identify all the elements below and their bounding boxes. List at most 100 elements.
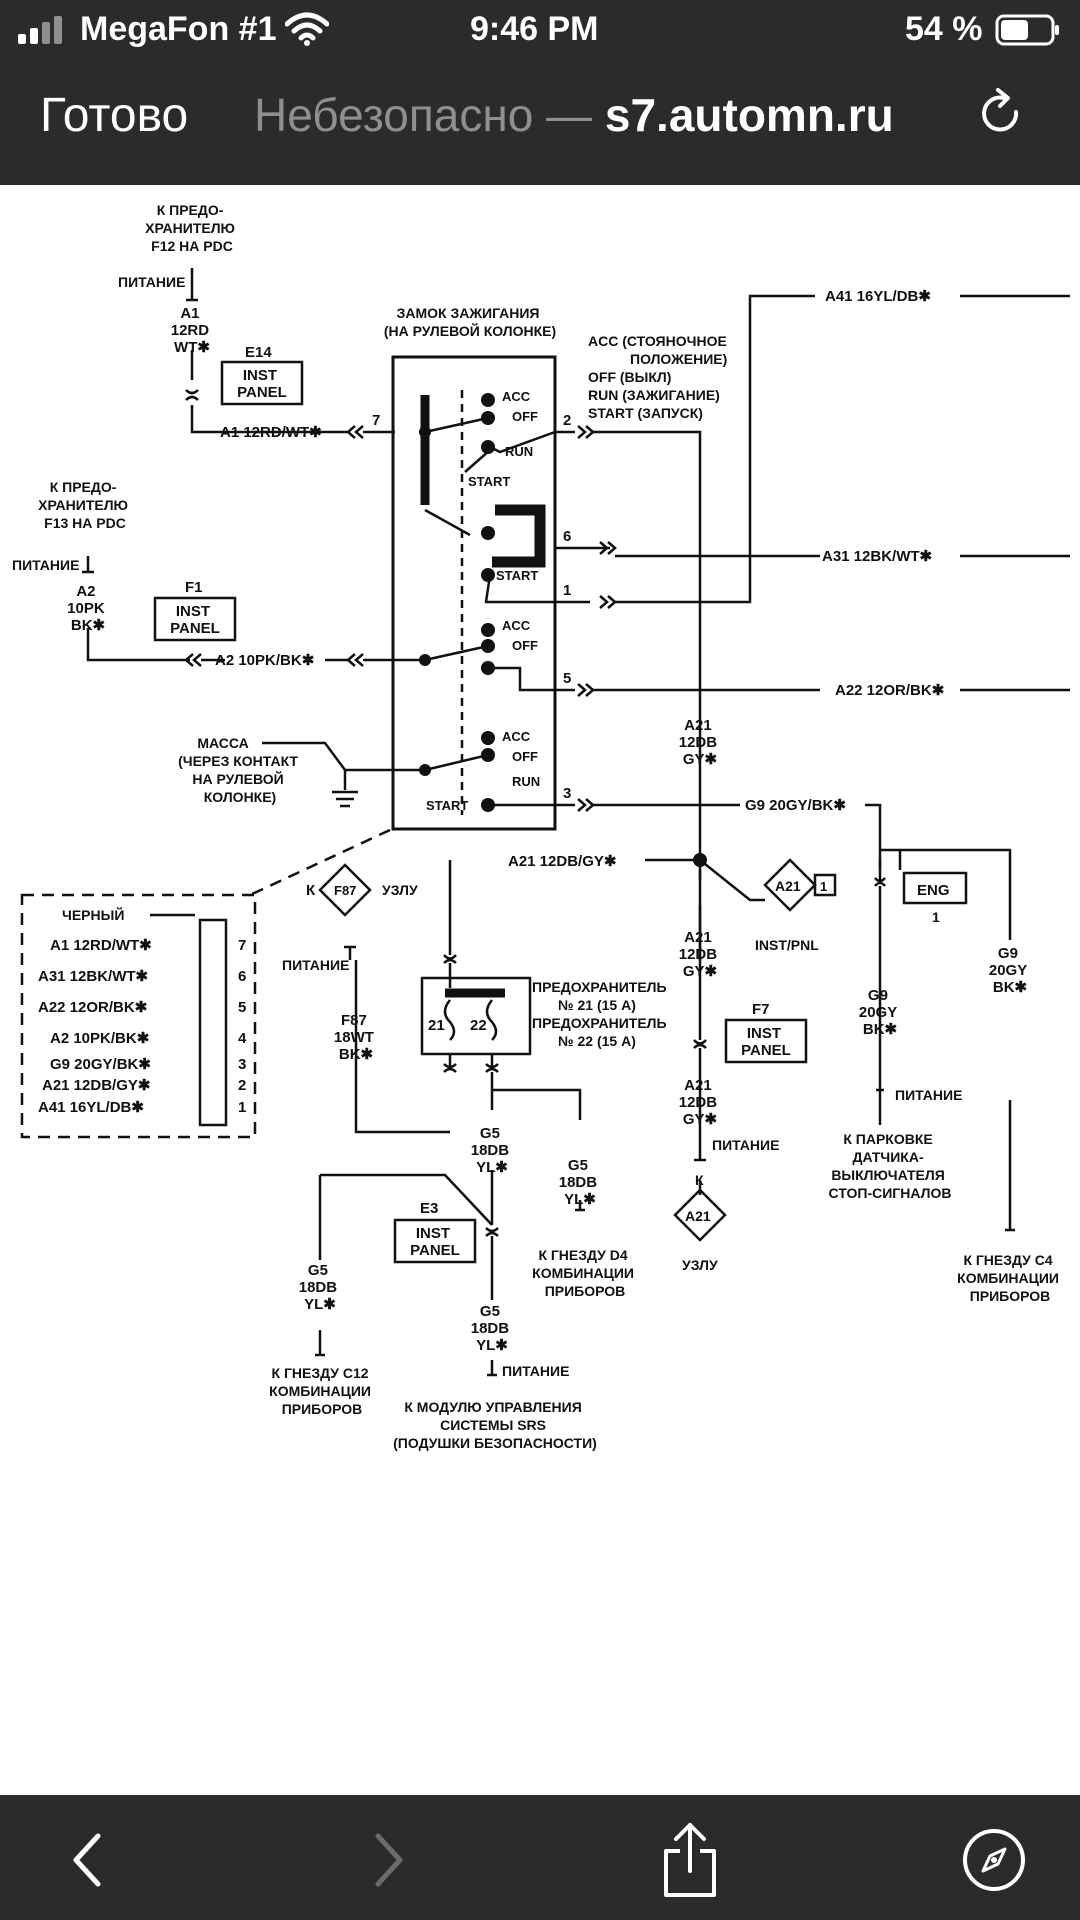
label-a21-wire-2: A21 12DB GY✱ — [679, 929, 722, 980]
label-pin-3: 3 — [563, 785, 571, 802]
label-a31-line: A31 12BK/WT✱ — [822, 548, 933, 565]
connector-row: A2 10PK/BK✱ — [50, 1030, 150, 1047]
label-f87-wire: F87 18WT BK✱ — [334, 1012, 378, 1063]
browser-header: Готово Небезопасно — s7.automn.ru — [0, 60, 1080, 185]
label-power-3: ПИТАНИЕ — [282, 957, 349, 973]
label-a21-wire-1: A21 12DB GY✱ — [679, 717, 722, 768]
label-start-1: START — [468, 474, 510, 489]
url-host: s7.automn.ru — [604, 89, 894, 141]
status-bar: MegaFon #1 9:46 PM 54 % — [0, 0, 1080, 60]
inst-panel-e14: INST PANEL — [237, 367, 287, 401]
label-a21-diamond: A21 — [685, 1208, 711, 1224]
label-ground: МАССА (ЧЕРЕЗ КОНТАКТ НА РУЛЕВОЙ КОЛОНКЕ) — [178, 735, 302, 805]
label-c12: К ГНЕЗДУ C12 КОМБИНАЦИИ ПРИБОРОВ — [269, 1365, 375, 1417]
label-uzlu-1: УЗЛУ — [382, 882, 418, 898]
label-power-5: ПИТАНИЕ — [895, 1087, 962, 1103]
label-pin-2: 2 — [563, 412, 571, 429]
label-g5-wire-1: G5 18DB YL✱ — [471, 1125, 514, 1176]
label-g5-wire-3: G5 18DB YL✱ — [299, 1262, 342, 1313]
label-pin-6: 6 — [563, 528, 571, 545]
label-eng-one: 1 — [932, 909, 940, 925]
label-a21-tag: A21 — [775, 878, 801, 894]
connector-title: ЧЕРНЫЙ — [62, 906, 124, 923]
label-power-4: ПИТАНИЕ — [712, 1137, 779, 1153]
connector-row: A41 16YL/DB✱ — [38, 1099, 144, 1116]
connector-row: A21 12DB/GY✱ — [42, 1077, 151, 1094]
battery-percent: 54 % — [905, 10, 983, 48]
label-fuse-f12: К ПРЕДО- ХРАНИТЕЛЮ F12 НА PDC — [145, 202, 239, 254]
back-button[interactable] — [48, 1820, 128, 1900]
label-k-1: К — [306, 882, 316, 899]
label-c4: К ГНЕЗДУ C4 КОМБИНАЦИИ ПРИБОРОВ — [957, 1252, 1063, 1304]
connector-pin: 5 — [238, 999, 246, 1016]
label-e14: E14 — [245, 344, 272, 361]
label-pin-5: 5 — [563, 670, 571, 687]
connector-row: A31 12BK/WT✱ — [38, 968, 149, 985]
security-warning: Небезопасно — — [254, 89, 593, 141]
wiring-diagram: К ПРЕДО- ХРАНИТЕЛЮ F12 НА PDC ПИТАНИЕ A1… — [12, 202, 1070, 1451]
safari-button[interactable] — [954, 1820, 1034, 1900]
reload-icon[interactable] — [978, 88, 1028, 144]
label-f87: F87 — [334, 883, 356, 898]
label-a2-line: A2 10PK/BK✱ — [215, 652, 315, 669]
connector-row: G9 20GY/BK✱ — [50, 1056, 151, 1073]
connector-row: A1 12RD/WT✱ — [50, 937, 152, 954]
label-g5-wire-4: G5 18DB YL✱ — [471, 1303, 514, 1354]
label-run-1: RUN — [505, 444, 533, 459]
label-a21-wire-3: A21 12DB GY✱ — [679, 1077, 722, 1128]
share-icon — [664, 1823, 716, 1897]
label-acc-3: ACC — [502, 729, 531, 744]
label-eng: ENG — [917, 882, 950, 899]
connector-pin: 7 — [238, 937, 246, 954]
label-a22-line: A22 12OR/BK✱ — [835, 682, 945, 699]
label-fuse-f13: К ПРЕДО- ХРАНИТЕЛЮ F13 НА PDC — [38, 479, 132, 531]
inst-panel-e3: INST PANEL — [410, 1225, 460, 1259]
inst-panel-f1: INST PANEL — [170, 603, 220, 637]
label-d4: К ГНЕЗДУ D4 КОМБИНАЦИИ ПРИБОРОВ — [532, 1247, 638, 1299]
clock-label: 9:46 PM — [470, 10, 599, 48]
label-start-2: START — [496, 568, 538, 583]
label-inst-pnl: INST/PNL — [755, 937, 819, 953]
label-pin-7: 7 — [372, 412, 380, 429]
label-f7: F7 — [752, 1001, 770, 1018]
share-button[interactable] — [650, 1820, 730, 1900]
browser-toolbar — [0, 1795, 1080, 1920]
fuse-num-21: 21 — [428, 1017, 445, 1034]
label-g5-wire-2: G5 18DB YL✱ — [559, 1157, 602, 1208]
label-start-3: START — [426, 798, 468, 813]
label-a21-line: A21 12DB/GY✱ — [508, 853, 617, 870]
forward-button[interactable] — [348, 1820, 428, 1900]
label-acc-2: ACC — [502, 618, 531, 633]
fuse-num-22: 22 — [470, 1017, 487, 1034]
done-button[interactable]: Готово — [40, 89, 189, 142]
connector-pin: 6 — [238, 968, 246, 985]
label-k-2: К — [695, 1172, 704, 1188]
connector-row: A22 12OR/BK✱ — [38, 999, 148, 1016]
label-acc-1: ACC — [502, 389, 531, 404]
connector-pin: 3 — [238, 1056, 246, 1073]
label-power-1: ПИТАНИЕ — [118, 274, 185, 290]
label-g9-wire-2: G9 20GY BK✱ — [989, 945, 1031, 996]
label-srs: К МОДУЛЮ УПРАВЛЕНИЯ СИСТЕМЫ SRS (ПОДУШКИ… — [393, 1399, 597, 1451]
label-run-3: RUN — [512, 774, 540, 789]
connector-pin: 2 — [238, 1077, 246, 1094]
label-uzlu-2: УЗЛУ — [682, 1257, 718, 1273]
label-a41-line: A41 16YL/DB✱ — [825, 288, 931, 305]
switch-positions: ACC (СТОЯНОЧНОЕ ПОЛОЖЕНИЕ) OFF (ВЫКЛ) RU… — [588, 333, 731, 421]
address-bar[interactable]: Небезопасно — s7.automn.ru — [254, 88, 894, 142]
connector-pin: 4 — [238, 1030, 247, 1047]
label-g9-line: G9 20GY/BK✱ — [745, 797, 846, 814]
inst-panel-f7: INST PANEL — [741, 1025, 791, 1059]
carrier-label: MegaFon #1 — [80, 10, 277, 48]
label-a1-line: A1 12RD/WT✱ — [220, 424, 322, 441]
connector-pin: 1 — [238, 1099, 246, 1116]
label-power-6: ПИТАНИЕ — [502, 1363, 569, 1379]
page-content: К ПРЕДО- ХРАНИТЕЛЮ F12 НА PDC ПИТАНИЕ A1… — [0, 185, 1080, 1795]
label-pin-1: 1 — [563, 582, 571, 599]
compass-icon — [963, 1829, 1025, 1891]
label-a2-wire: A2 10PK BK✱ — [67, 583, 109, 634]
label-off-1: OFF — [512, 409, 538, 424]
label-fuses: ПРЕДОХРАНИТЕЛЬ № 21 (15 А) ПРЕДОХРАНИТЕЛ… — [532, 979, 670, 1049]
label-power-2: ПИТАНИЕ — [12, 557, 79, 573]
label-brake: К ПАРКОВКЕ ДАТЧИКА- ВЫКЛЮЧАТЕЛЯ СТОП-СИГ… — [829, 1131, 952, 1201]
